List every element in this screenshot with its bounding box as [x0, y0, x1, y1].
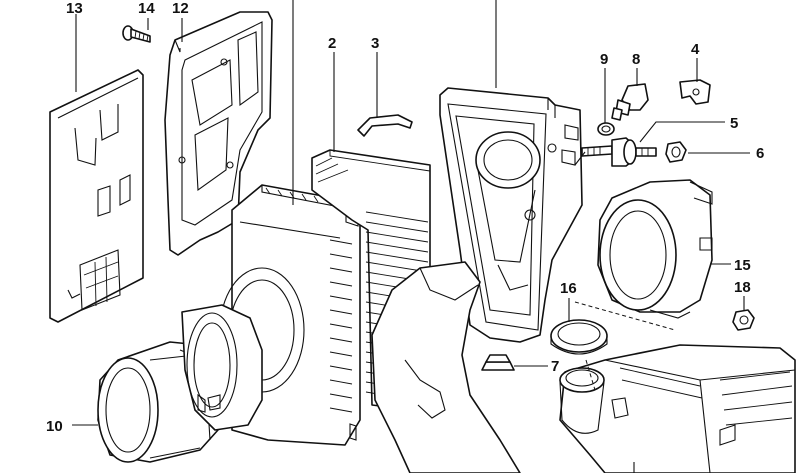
leader-lines	[72, 0, 750, 473]
callout-labels: 13 14 12 2 3 9 8 4 5 6 15 16 18 7 10	[46, 0, 764, 435]
intake-duct	[371, 261, 521, 473]
part-7-grommet	[481, 354, 515, 371]
callout-15: 15	[734, 257, 751, 274]
callout-7: 7	[551, 358, 559, 375]
part-6-nut	[665, 141, 687, 163]
callout-2: 2	[328, 35, 336, 52]
callout-16: 16	[560, 280, 577, 297]
callout-5: 5	[730, 115, 738, 132]
callout-6: 6	[756, 145, 764, 162]
part-12-bracket-frame	[164, 11, 273, 256]
callout-8: 8	[632, 51, 640, 68]
resonator-box	[559, 344, 796, 473]
callout-13: 13	[66, 0, 83, 17]
part-10-intake-boot	[97, 304, 263, 463]
part-15-intake-boot	[597, 179, 713, 319]
callout-10: 10	[46, 418, 63, 435]
callout-3: 3	[371, 35, 379, 52]
callout-12: 12	[172, 0, 189, 17]
part-18-nut	[732, 309, 755, 331]
callout-4: 4	[691, 41, 700, 58]
part-4-clip	[679, 79, 711, 105]
part-8-sensor	[611, 83, 649, 121]
part-14-screw	[122, 25, 151, 43]
callout-18: 18	[734, 279, 751, 296]
callout-14: 14	[138, 0, 155, 17]
part-13-side-shield	[49, 69, 144, 323]
part-5-rubber-mount	[581, 137, 657, 167]
part-16-seal-ring	[550, 319, 608, 355]
part-9-washer	[597, 122, 615, 136]
part-3-clip	[357, 114, 413, 137]
callout-9: 9	[600, 51, 608, 68]
